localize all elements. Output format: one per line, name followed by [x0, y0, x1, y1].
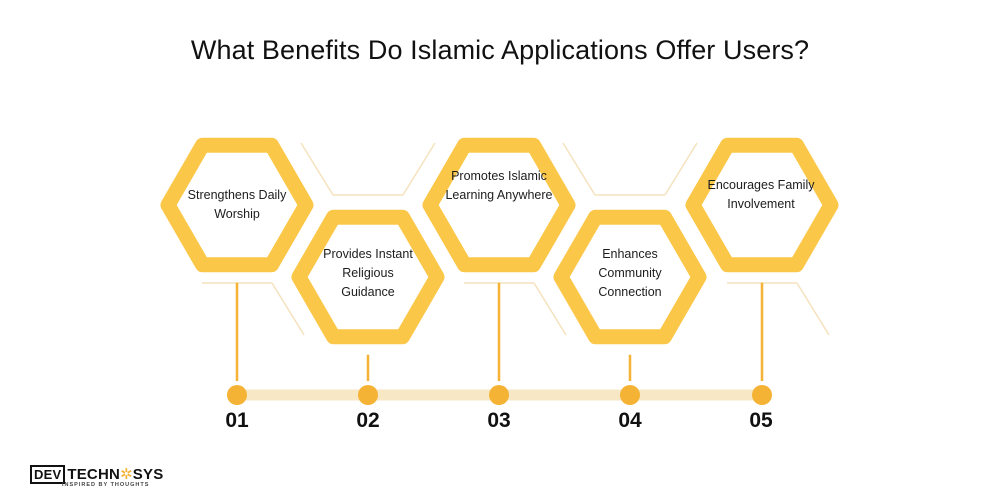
timeline-node-1: [227, 385, 247, 405]
benefit-label-01: Strengthens Daily Worship: [187, 188, 287, 221]
benefit-label-05: Encourages Family Involvement: [707, 178, 815, 211]
decor-line-bottom-diag-1: [271, 282, 305, 336]
benefit-label-03: Promotes Islamic Learning Anywhere: [445, 169, 553, 202]
hexagon-3: [422, 137, 576, 273]
decor-line-bottom-diag-2: [533, 282, 567, 336]
benefit-label-04: Enhances Community Connection: [598, 247, 662, 299]
decor-line-bottom-diag-3: [796, 282, 830, 336]
decor-line-top-right-2: [664, 142, 698, 196]
hexagon-2: [291, 209, 445, 345]
logo-gear-icon: ✲: [120, 466, 133, 483]
decor-line-top-right-1: [402, 142, 436, 196]
step-number-01: 01: [225, 409, 249, 432]
timeline-node-4: [620, 385, 640, 405]
timeline-node-5: [752, 385, 772, 405]
step-number-04: 04: [618, 409, 642, 432]
hexagon-1: [160, 137, 314, 273]
hexagon-5: [685, 137, 839, 273]
step-number-02: 02: [356, 409, 380, 432]
benefit-label-02: Provides Instant Religious Guidance: [323, 247, 413, 299]
timeline-node-2: [358, 385, 378, 405]
timeline-connectors: [235, 282, 764, 381]
hexagon-4: [553, 209, 707, 345]
step-number-05: 05: [749, 409, 773, 432]
logo-techn: TECHN: [67, 466, 121, 483]
logo-tagline: INSPIRED BY THOUGHTS: [62, 482, 150, 488]
decor-line-top-left-2: [562, 142, 596, 196]
decor-line-top-left-1: [300, 142, 334, 196]
logo-sys: SYS: [132, 466, 164, 483]
page-title: What Benefits Do Islamic Applications Of…: [190, 35, 810, 65]
timeline-node-3: [489, 385, 509, 405]
step-number-03: 03: [487, 409, 511, 432]
benefit-hexagons: [160, 137, 839, 345]
timeline-nodes: [227, 385, 772, 405]
logo-dev-box: DEV: [30, 465, 66, 484]
